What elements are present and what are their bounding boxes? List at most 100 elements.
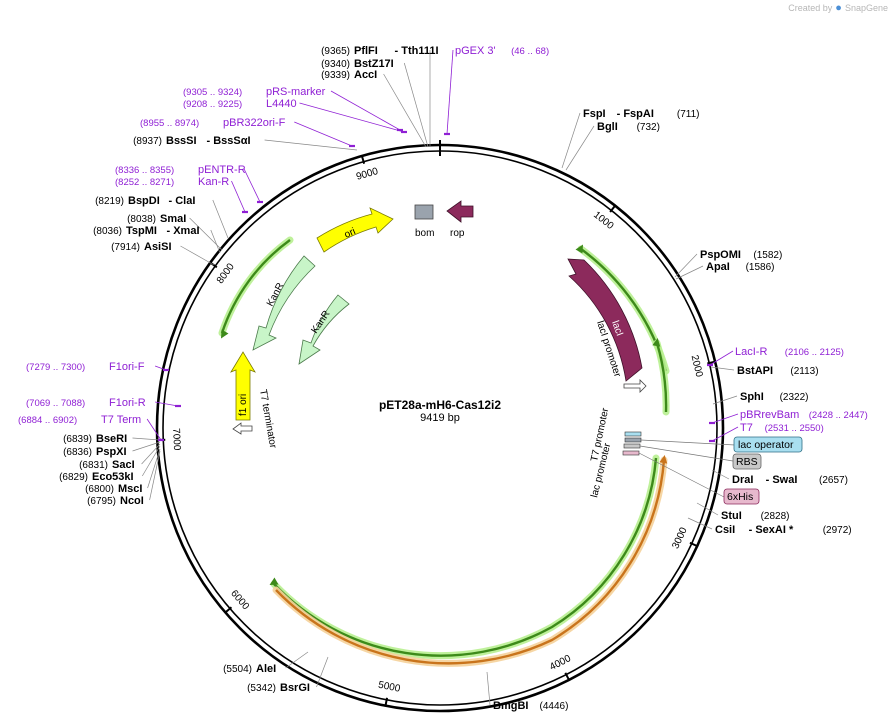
site-isoschizomer: - BssSαI <box>207 135 251 147</box>
site-bstz17i[interactable]: (9340)BstZ17I <box>321 58 394 70</box>
his-tag-text: 6xHis <box>727 491 753 503</box>
f1-ori-arrow[interactable] <box>230 351 256 421</box>
site-saci[interactable]: (6831)SacI <box>79 459 135 471</box>
rop-arrow[interactable] <box>446 200 474 223</box>
site-acci[interactable]: (9339)AccI <box>321 69 377 81</box>
site-drai[interactable]: DraI- SwaI(2657) <box>732 474 848 486</box>
site-leader <box>132 441 161 452</box>
bom-box[interactable] <box>414 204 434 220</box>
site-position: (9340) <box>321 59 350 70</box>
site-bsssi[interactable]: (8937)BssSI- BssSαI <box>133 135 250 147</box>
primer-l4440[interactable]: (9208 .. 9225)L4440 <box>183 98 297 110</box>
site-leader <box>316 656 329 688</box>
site-asisi[interactable]: (7914)AsiSI <box>111 241 171 253</box>
tick-label: 9000 <box>355 166 380 183</box>
primer-pbr322ori-f[interactable]: (8955 .. 8974)pBR322ori-F <box>140 117 286 129</box>
site-pflfi[interactable]: (9365)PflFI- Tth111I <box>321 45 438 57</box>
kanr-inner-arrow[interactable] <box>298 294 350 365</box>
t7-promoter-mark[interactable] <box>624 431 642 437</box>
site-alei[interactable]: (5504)AleI <box>223 663 276 675</box>
site-position: (2113) <box>790 366 818 377</box>
site-leader <box>565 125 595 171</box>
site-position: (4446) <box>540 701 569 712</box>
primer-leader <box>709 350 734 366</box>
site-fspi[interactable]: FspI- FspAI(711) <box>583 108 700 120</box>
primer-leader <box>146 418 162 441</box>
primer-kan-r[interactable]: (8252 .. 8271)Kan-R <box>115 176 229 188</box>
his-tag-box <box>723 488 760 505</box>
site-eco53ki[interactable]: (6829)Eco53kI <box>59 471 134 483</box>
primer-f1ori-f[interactable]: (7279 .. 7300)F1ori-F <box>26 361 145 373</box>
label-leader-lines <box>132 49 739 706</box>
primer-t7[interactable]: T7(2531 .. 2550) <box>740 422 824 434</box>
lac-operator-mark[interactable] <box>624 437 642 443</box>
laci-promoter-arrow[interactable] <box>623 379 647 393</box>
orf-arc-glow <box>272 456 668 667</box>
primer-pbrrevbam[interactable]: pBRrevBam(2428 .. 2447) <box>740 409 868 421</box>
orf-arc[interactable] <box>220 239 291 334</box>
tick-label: 3000 <box>670 525 689 550</box>
site-apai[interactable]: ApaI(1586) <box>706 261 775 273</box>
site-sphi[interactable]: SphI(2322) <box>740 391 809 403</box>
ori-arrow[interactable] <box>316 207 394 253</box>
site-stui[interactable]: StuI(2828) <box>721 510 790 522</box>
lacI-arrow[interactable] <box>567 258 643 382</box>
orf-arc[interactable] <box>655 342 668 413</box>
tick-mark <box>223 606 233 614</box>
site-msci[interactable]: (6800)MscI <box>85 483 142 495</box>
site-name: BmgBI <box>493 700 528 712</box>
site-bseri[interactable]: (6839)BseRI <box>63 433 127 445</box>
rbs-mark[interactable] <box>623 443 641 449</box>
primer-laci-r[interactable]: LacI-R(2106 .. 2125) <box>735 346 844 358</box>
primer-name: pBRrevBam <box>740 409 799 421</box>
site-bgli[interactable]: BglI(732) <box>597 121 660 133</box>
site-leader <box>687 517 713 530</box>
site-leader <box>674 253 698 278</box>
rbs-box <box>732 453 762 470</box>
site-bsrgi[interactable]: (5342)BsrGI <box>247 682 310 694</box>
site-isoschizomer: - ClaI <box>169 195 196 207</box>
site-position: (7914) <box>111 242 140 253</box>
site-isoschizomer: - Tth111I <box>395 45 439 57</box>
rop-label: rop <box>450 228 465 239</box>
primer-prs-marker[interactable]: (9305 .. 9324)pRS-marker <box>183 86 326 98</box>
site-bmgbi[interactable]: BmgBI (4446) <box>493 700 568 712</box>
site-name: BsrGI <box>280 682 310 694</box>
site-isoschizomer: - XmaI <box>167 225 200 237</box>
site-name: StuI <box>721 510 742 522</box>
primer-range: (8336 .. 8355) <box>115 165 174 176</box>
site-bspdi[interactable]: (8219)BspDI- ClaI <box>95 195 195 207</box>
his-tag-mark[interactable] <box>622 450 640 456</box>
primer-pentr-r[interactable]: (8336 .. 8355)pENTR-R <box>115 164 246 176</box>
site-leader <box>149 450 161 501</box>
rbs-callout[interactable]: RBS <box>639 445 762 470</box>
site-leader <box>561 112 581 169</box>
kanr-outer-arrow[interactable] <box>252 255 316 351</box>
site-pspxi[interactable]: (6836)PspXI <box>63 446 126 458</box>
site-position: (2972) <box>823 525 852 536</box>
t7-terminator-arrow[interactable] <box>232 422 253 435</box>
site-name: AleI <box>256 663 276 675</box>
his-tag-callout[interactable]: 6xHis <box>638 452 760 505</box>
site-name: BspDI <box>128 195 160 207</box>
primer-pgex-3-[interactable]: pGEX 3'(46 .. 68) <box>455 45 549 57</box>
orf-arrowhead <box>269 577 279 585</box>
site-bstapi[interactable]: BstAPI(2113) <box>737 365 819 377</box>
site-tspmi[interactable]: (8036)TspMI- XmaI <box>93 225 199 237</box>
orf-arc[interactable] <box>275 459 666 665</box>
site-ncoi[interactable]: (6795)NcoI <box>87 495 144 507</box>
primer-leader <box>330 90 401 131</box>
site-position: (711) <box>677 109 700 120</box>
site-pspomi[interactable]: PspOMI(1582) <box>700 249 782 261</box>
orf-arrowhead <box>659 455 668 464</box>
primer-f1ori-r[interactable]: (7069 .. 7088)F1ori-R <box>26 397 146 409</box>
orf-arc[interactable] <box>273 457 658 657</box>
site-leader <box>675 265 704 280</box>
site-isoschizomer: - FspAI <box>617 108 654 120</box>
site-position: (8937) <box>133 136 162 147</box>
site-csii[interactable]: CsiI- SexAI *(2972) <box>715 524 852 536</box>
site-smai[interactable]: (8038)SmaI <box>127 213 186 225</box>
site-name: AccI <box>354 69 377 81</box>
lac-operator-callout[interactable]: lac operator <box>640 436 803 453</box>
primer-t7-term[interactable]: (6884 .. 6902)T7 Term <box>18 414 141 426</box>
